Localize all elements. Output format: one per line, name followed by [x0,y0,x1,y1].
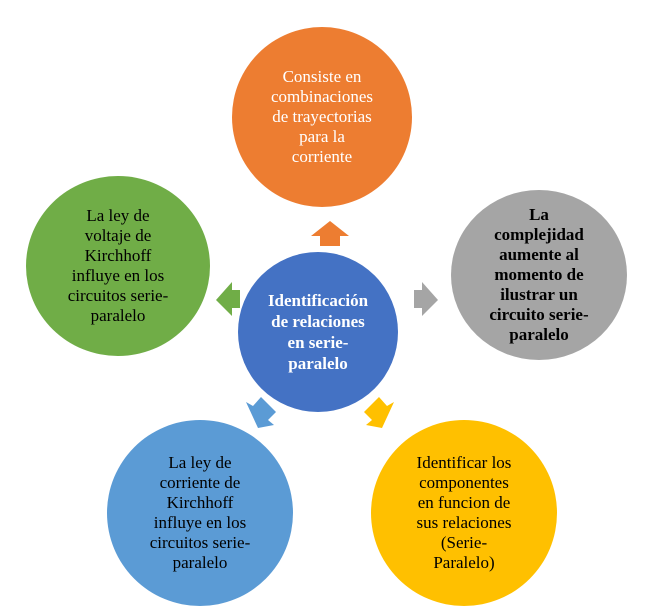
node-left: La ley de voltaje de Kirchhoff influye e… [26,176,210,356]
node-top-text: Consiste en combinaciones de trayectoria… [271,67,373,166]
arrow-to-top [311,221,349,246]
node-bottom-left: La ley de corriente de Kirchhoff influye… [107,420,293,606]
node-right-text: La complejidad aumente al momento de ilu… [489,205,589,344]
node-right: La complejidad aumente al momento de ilu… [451,190,627,360]
arrow-to-bottom-right [364,397,394,428]
node-top: Consiste en combinaciones de trayectoria… [232,27,412,207]
node-center-text: Identificación de relaciones en serie- p… [267,291,369,373]
node-left-text: La ley de voltaje de Kirchhoff influye e… [67,206,169,325]
node-center: Identificación de relaciones en serie- p… [238,252,398,412]
arrow-to-bottom-left [246,397,276,428]
arrow-to-left [216,282,240,316]
arrow-to-right [414,282,438,316]
node-bottom-right-text: Identificar los componentes en funcion d… [416,453,512,572]
node-bottom-left-text: La ley de corriente de Kirchhoff influye… [149,453,251,572]
node-bottom-right: Identificar los componentes en funcion d… [371,420,557,606]
